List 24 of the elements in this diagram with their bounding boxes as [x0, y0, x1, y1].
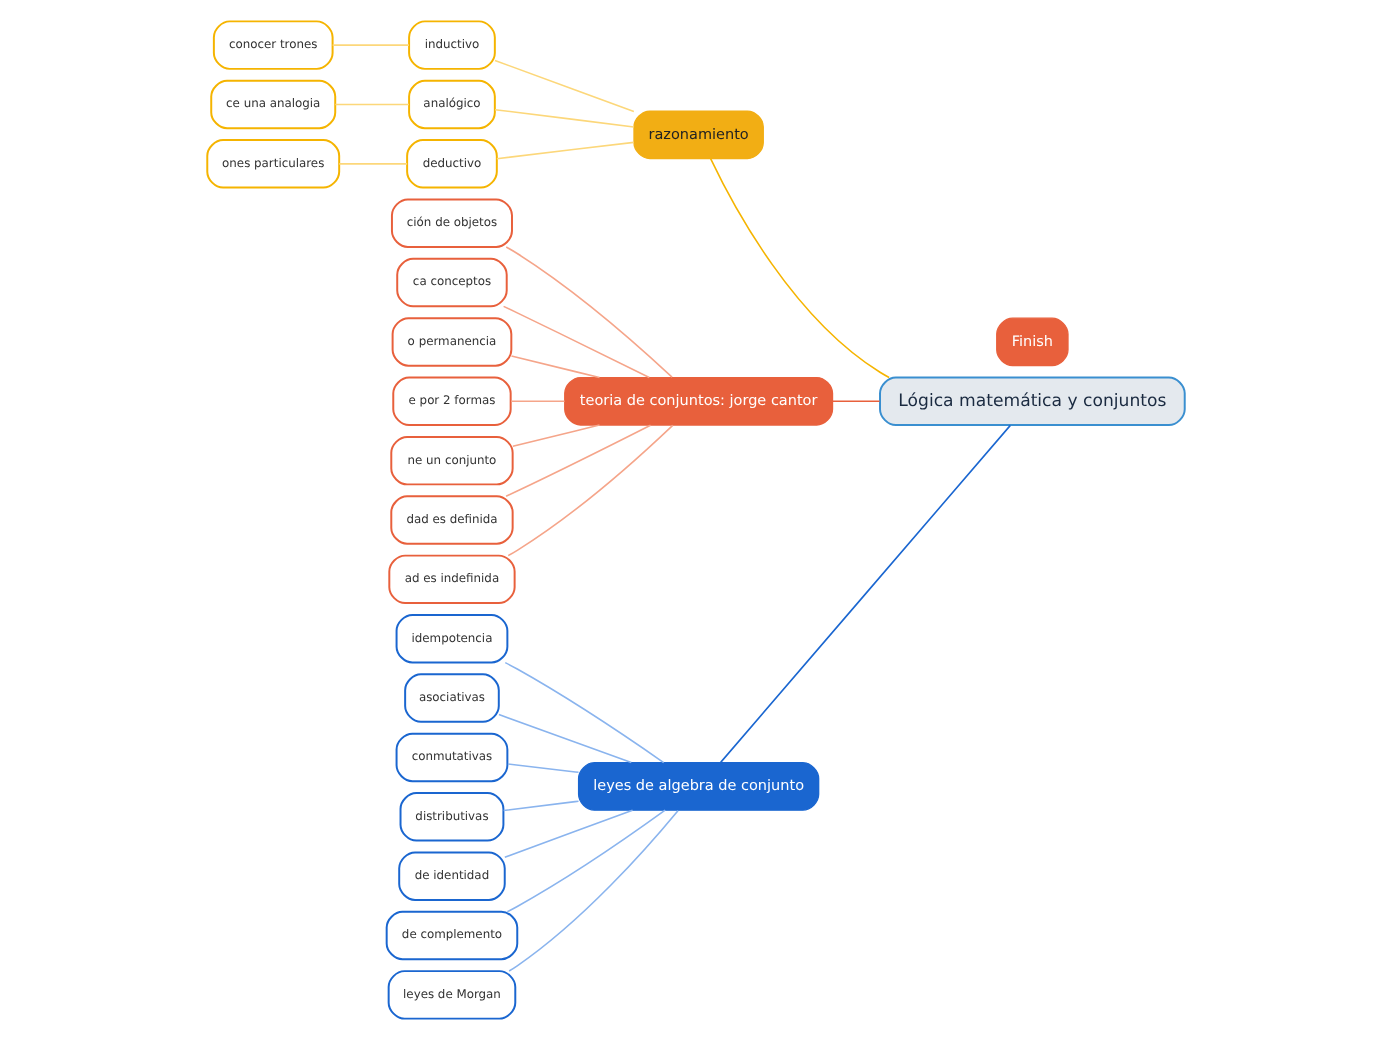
connector: [510, 400, 566, 403]
connector: [502, 800, 580, 812]
connector: [506, 809, 666, 913]
connector: [512, 424, 601, 447]
connector: [507, 424, 674, 557]
connector: [338, 163, 408, 165]
connector: [498, 713, 633, 764]
node-box: Lógica matemática y conjuntos: [879, 376, 1186, 426]
connector: [831, 400, 881, 403]
connector: [494, 59, 635, 113]
connector: [504, 661, 665, 764]
connector: [502, 305, 651, 379]
connector: [719, 424, 1012, 764]
connector: [496, 141, 635, 160]
connector: [505, 246, 673, 378]
connector: [334, 103, 410, 106]
connector: [494, 108, 635, 128]
connector: [507, 763, 580, 774]
connector: [504, 809, 634, 858]
connector: [505, 424, 652, 498]
connector: [331, 44, 410, 46]
connector: [709, 157, 890, 379]
connector: [510, 355, 601, 379]
connector: [508, 809, 679, 972]
